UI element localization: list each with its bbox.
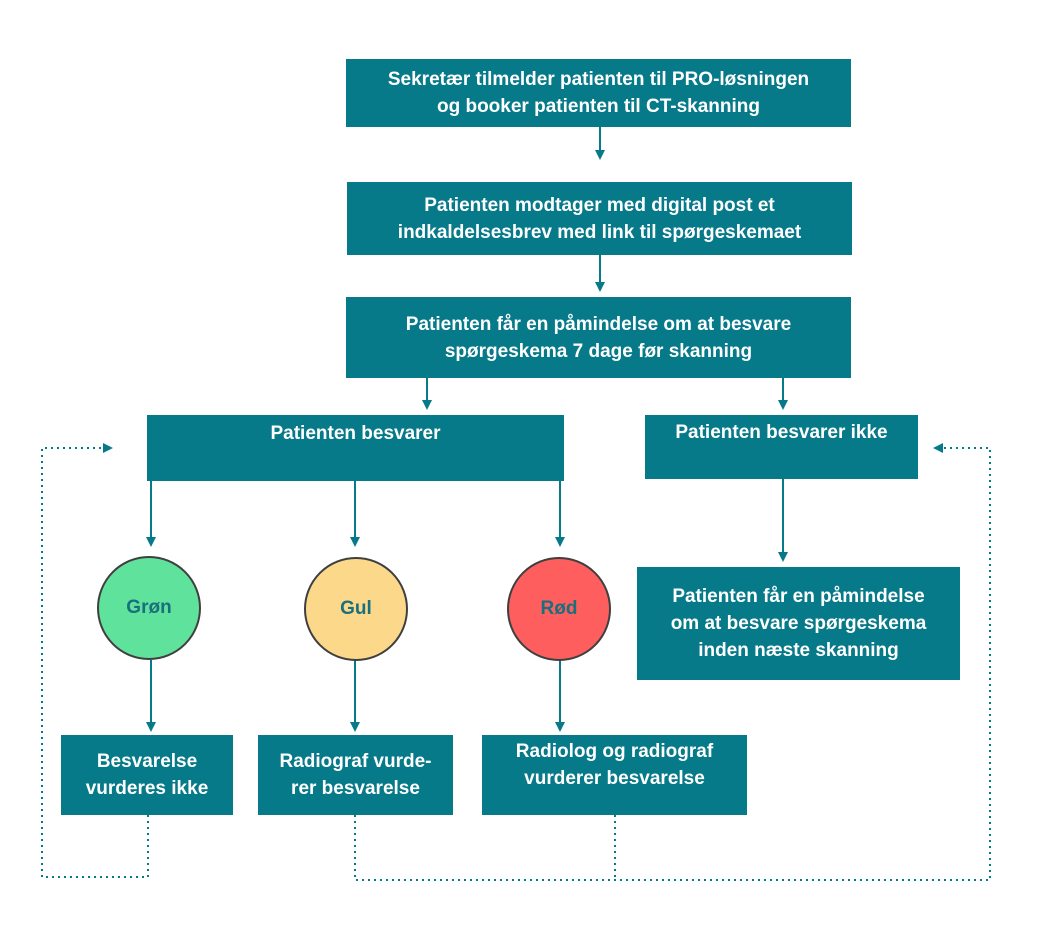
branch-answers: Patienten besvarer	[147, 415, 564, 481]
branch-next-reminder: Patienten får en påmindelse om at besvar…	[637, 567, 960, 680]
triage-yellow-circle: Gul	[304, 557, 408, 661]
triage-green-circle: Grøn	[97, 556, 201, 660]
step-reminder: Patienten får en påmindelse om at besvar…	[346, 297, 851, 378]
outcome-yellow: Radiograf vurde- rer besvarelse	[258, 735, 453, 815]
loop-yellow-red-to-no-answer	[354, 443, 991, 881]
step-letter: Patienten modtager med digital post et i…	[347, 182, 852, 255]
triage-red-circle: Rød	[507, 557, 611, 661]
loop-green-to-answers	[41, 443, 149, 878]
outcome-green: Besvarelse vurderes ikke	[61, 735, 233, 815]
branch-no-answer: Patienten besvarer ikke	[645, 415, 918, 479]
outcome-red: Radiolog og radiograf vurderer besvarels…	[482, 735, 747, 815]
step-enroll: Sekretær tilmelder patienten til PRO-løs…	[346, 59, 851, 127]
